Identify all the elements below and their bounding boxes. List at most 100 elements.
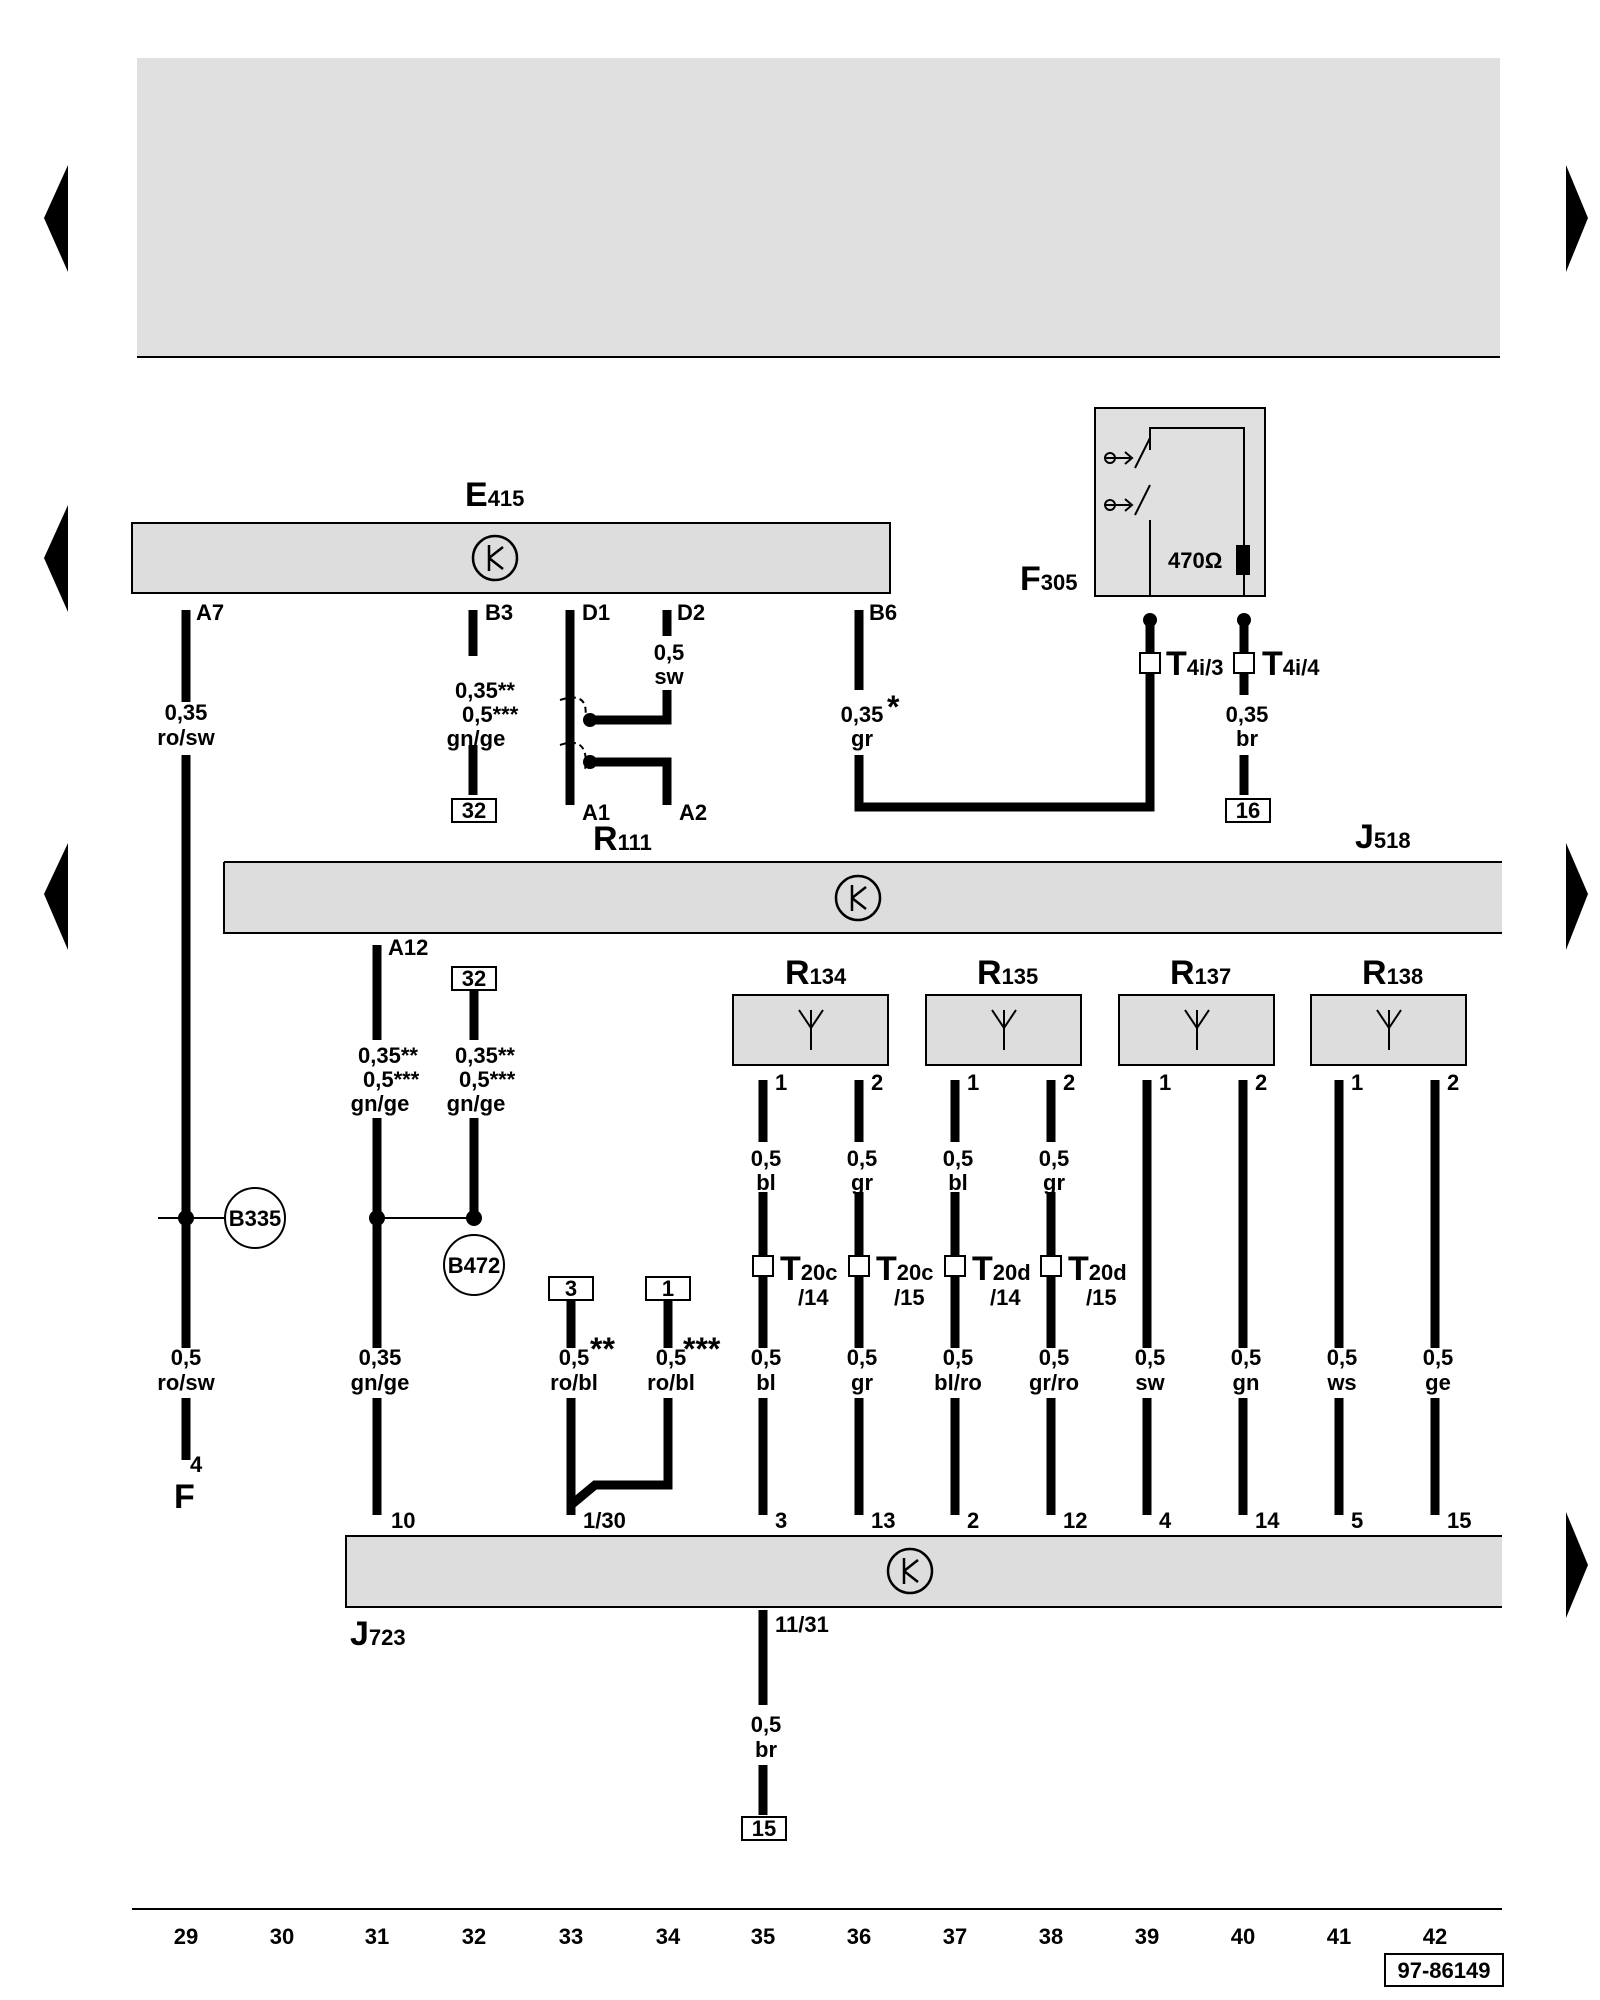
pin-label: 12 xyxy=(1063,1508,1087,1533)
antenna-icon xyxy=(798,1009,824,1050)
nav-right-arrow-3[interactable] xyxy=(1566,1512,1588,1618)
wire-d2 xyxy=(590,610,672,725)
wire-label: ro/bl xyxy=(550,1370,598,1395)
connector-icon xyxy=(1040,1255,1062,1277)
nav-left-arrow-1[interactable] xyxy=(44,165,68,272)
pin-label: D2 xyxy=(677,600,705,625)
r135-label: R135 xyxy=(977,954,1038,992)
connector-suffix: /15 xyxy=(1086,1285,1117,1310)
j518-fill xyxy=(225,863,1502,932)
connector-icon xyxy=(1233,652,1255,674)
wire-label: bl xyxy=(756,1170,776,1195)
pin-label: 2 xyxy=(1063,1070,1075,1095)
e415-pins: A7 B3 D1 D2 B6 xyxy=(196,600,897,625)
j723-label: J723 xyxy=(350,1615,406,1653)
wire-label: br xyxy=(1236,726,1258,751)
r134-label: R134 xyxy=(785,954,847,992)
ref-label: 16 xyxy=(1236,798,1260,823)
antenna-r137: R137 xyxy=(1118,954,1275,1066)
wire-ref3 xyxy=(566,1300,673,1515)
pin-label: 11/31 xyxy=(775,1612,829,1637)
ref-box xyxy=(451,798,497,823)
wire-label: ws xyxy=(1326,1370,1356,1395)
nav-right-arrow-1[interactable] xyxy=(1566,165,1588,272)
wire-label: 0,35 xyxy=(359,1345,402,1370)
wire-label: 0,35 xyxy=(165,700,208,725)
wire-label: gr/ro xyxy=(1029,1370,1079,1395)
pin-label: 1 xyxy=(1351,1070,1363,1095)
wire-label: 0,35** xyxy=(455,678,515,703)
ref-label: 3 xyxy=(565,1276,577,1301)
wire-label: gn/ge xyxy=(447,726,506,751)
wire-label: 0,5 xyxy=(751,1146,782,1171)
column-number: 34 xyxy=(656,1924,681,1949)
ground-b335-symbol xyxy=(224,1187,286,1249)
ground-b472-symbol xyxy=(443,1234,505,1296)
wire-label: 0,5 xyxy=(656,1345,687,1370)
wire-label: gn/ge xyxy=(351,1091,410,1116)
r111-label: R111 xyxy=(593,820,652,858)
antenna-icon xyxy=(1376,1009,1402,1050)
wire-label: gn/ge xyxy=(351,1370,410,1395)
connector-label: T20c xyxy=(780,1250,838,1288)
wire-label: bl xyxy=(948,1170,968,1195)
pin-label: 4 xyxy=(1159,1508,1172,1533)
wire-label: bl/ro xyxy=(934,1370,982,1395)
wire-label: gr xyxy=(851,726,873,751)
column-number: 40 xyxy=(1231,1924,1255,1949)
j723-box xyxy=(345,1535,1502,1608)
diagram-id: 97-86149 xyxy=(1398,1958,1491,1983)
f-pin-label: 4 xyxy=(190,1452,203,1477)
connector-suffix: /14 xyxy=(990,1285,1021,1310)
wire-label: br xyxy=(755,1737,777,1762)
pin-label: A1 xyxy=(582,800,610,825)
wire-label: 0,5 xyxy=(1423,1345,1454,1370)
wire-label: ro/bl xyxy=(647,1370,695,1395)
pin-label: 2 xyxy=(871,1070,883,1095)
header-area xyxy=(137,58,1500,356)
resistor-icon xyxy=(1236,545,1250,575)
diagram-id-box xyxy=(1384,1953,1504,1987)
nav-left-arrow-2[interactable] xyxy=(44,505,68,612)
wire-label: 0,5 xyxy=(943,1146,974,1171)
j518-electronic-icon xyxy=(834,874,882,922)
r111-shield xyxy=(559,696,587,771)
column-number: 35 xyxy=(751,1924,775,1949)
e415-electronic-icon xyxy=(471,534,519,582)
pin-label: 1 xyxy=(775,1070,787,1095)
nav-right-arrow-2[interactable] xyxy=(1566,843,1588,950)
wire-label: 0,35** xyxy=(358,1043,418,1068)
wire-label: 0,5*** xyxy=(462,702,519,727)
e415-label: E415 xyxy=(465,476,524,514)
pin-label: 1/30 xyxy=(583,1508,626,1533)
pin-label: A7 xyxy=(196,600,224,625)
junction xyxy=(583,713,597,727)
pin-label: D1 xyxy=(582,600,610,625)
f305-label: F305 xyxy=(1020,560,1078,598)
column-number: 38 xyxy=(1039,1924,1063,1949)
column-number: 30 xyxy=(270,1924,294,1949)
pin-label: A12 xyxy=(388,935,428,960)
ref-label: 15 xyxy=(752,1816,776,1841)
j518-label: J518 xyxy=(1355,818,1411,856)
wire-label: 0,5 xyxy=(654,640,685,665)
resistor-label: 470Ω xyxy=(1168,548,1222,573)
column-number: 31 xyxy=(365,1924,389,1949)
column-number: 42 xyxy=(1423,1924,1447,1949)
wire-label: ge xyxy=(1425,1370,1451,1395)
connector-icon xyxy=(752,1255,774,1277)
junction xyxy=(178,1210,194,1226)
pin-label: 3 xyxy=(775,1508,787,1533)
column-number: 39 xyxy=(1135,1924,1159,1949)
ground-label: B335 xyxy=(229,1206,282,1231)
wire-label: 0,5 xyxy=(1327,1345,1358,1370)
wire-label: 0,5*** xyxy=(459,1067,516,1092)
wire-label: gr xyxy=(851,1170,873,1195)
wire-label: 0,5 xyxy=(559,1345,590,1370)
wire-label: ro/sw xyxy=(157,1370,215,1395)
wire-label: 0,35 xyxy=(1226,702,1269,727)
ref-box xyxy=(1225,798,1271,823)
pin-label: A2 xyxy=(679,800,707,825)
nav-left-arrow-3[interactable] xyxy=(44,843,68,950)
wire-label: 0,5 xyxy=(847,1345,878,1370)
